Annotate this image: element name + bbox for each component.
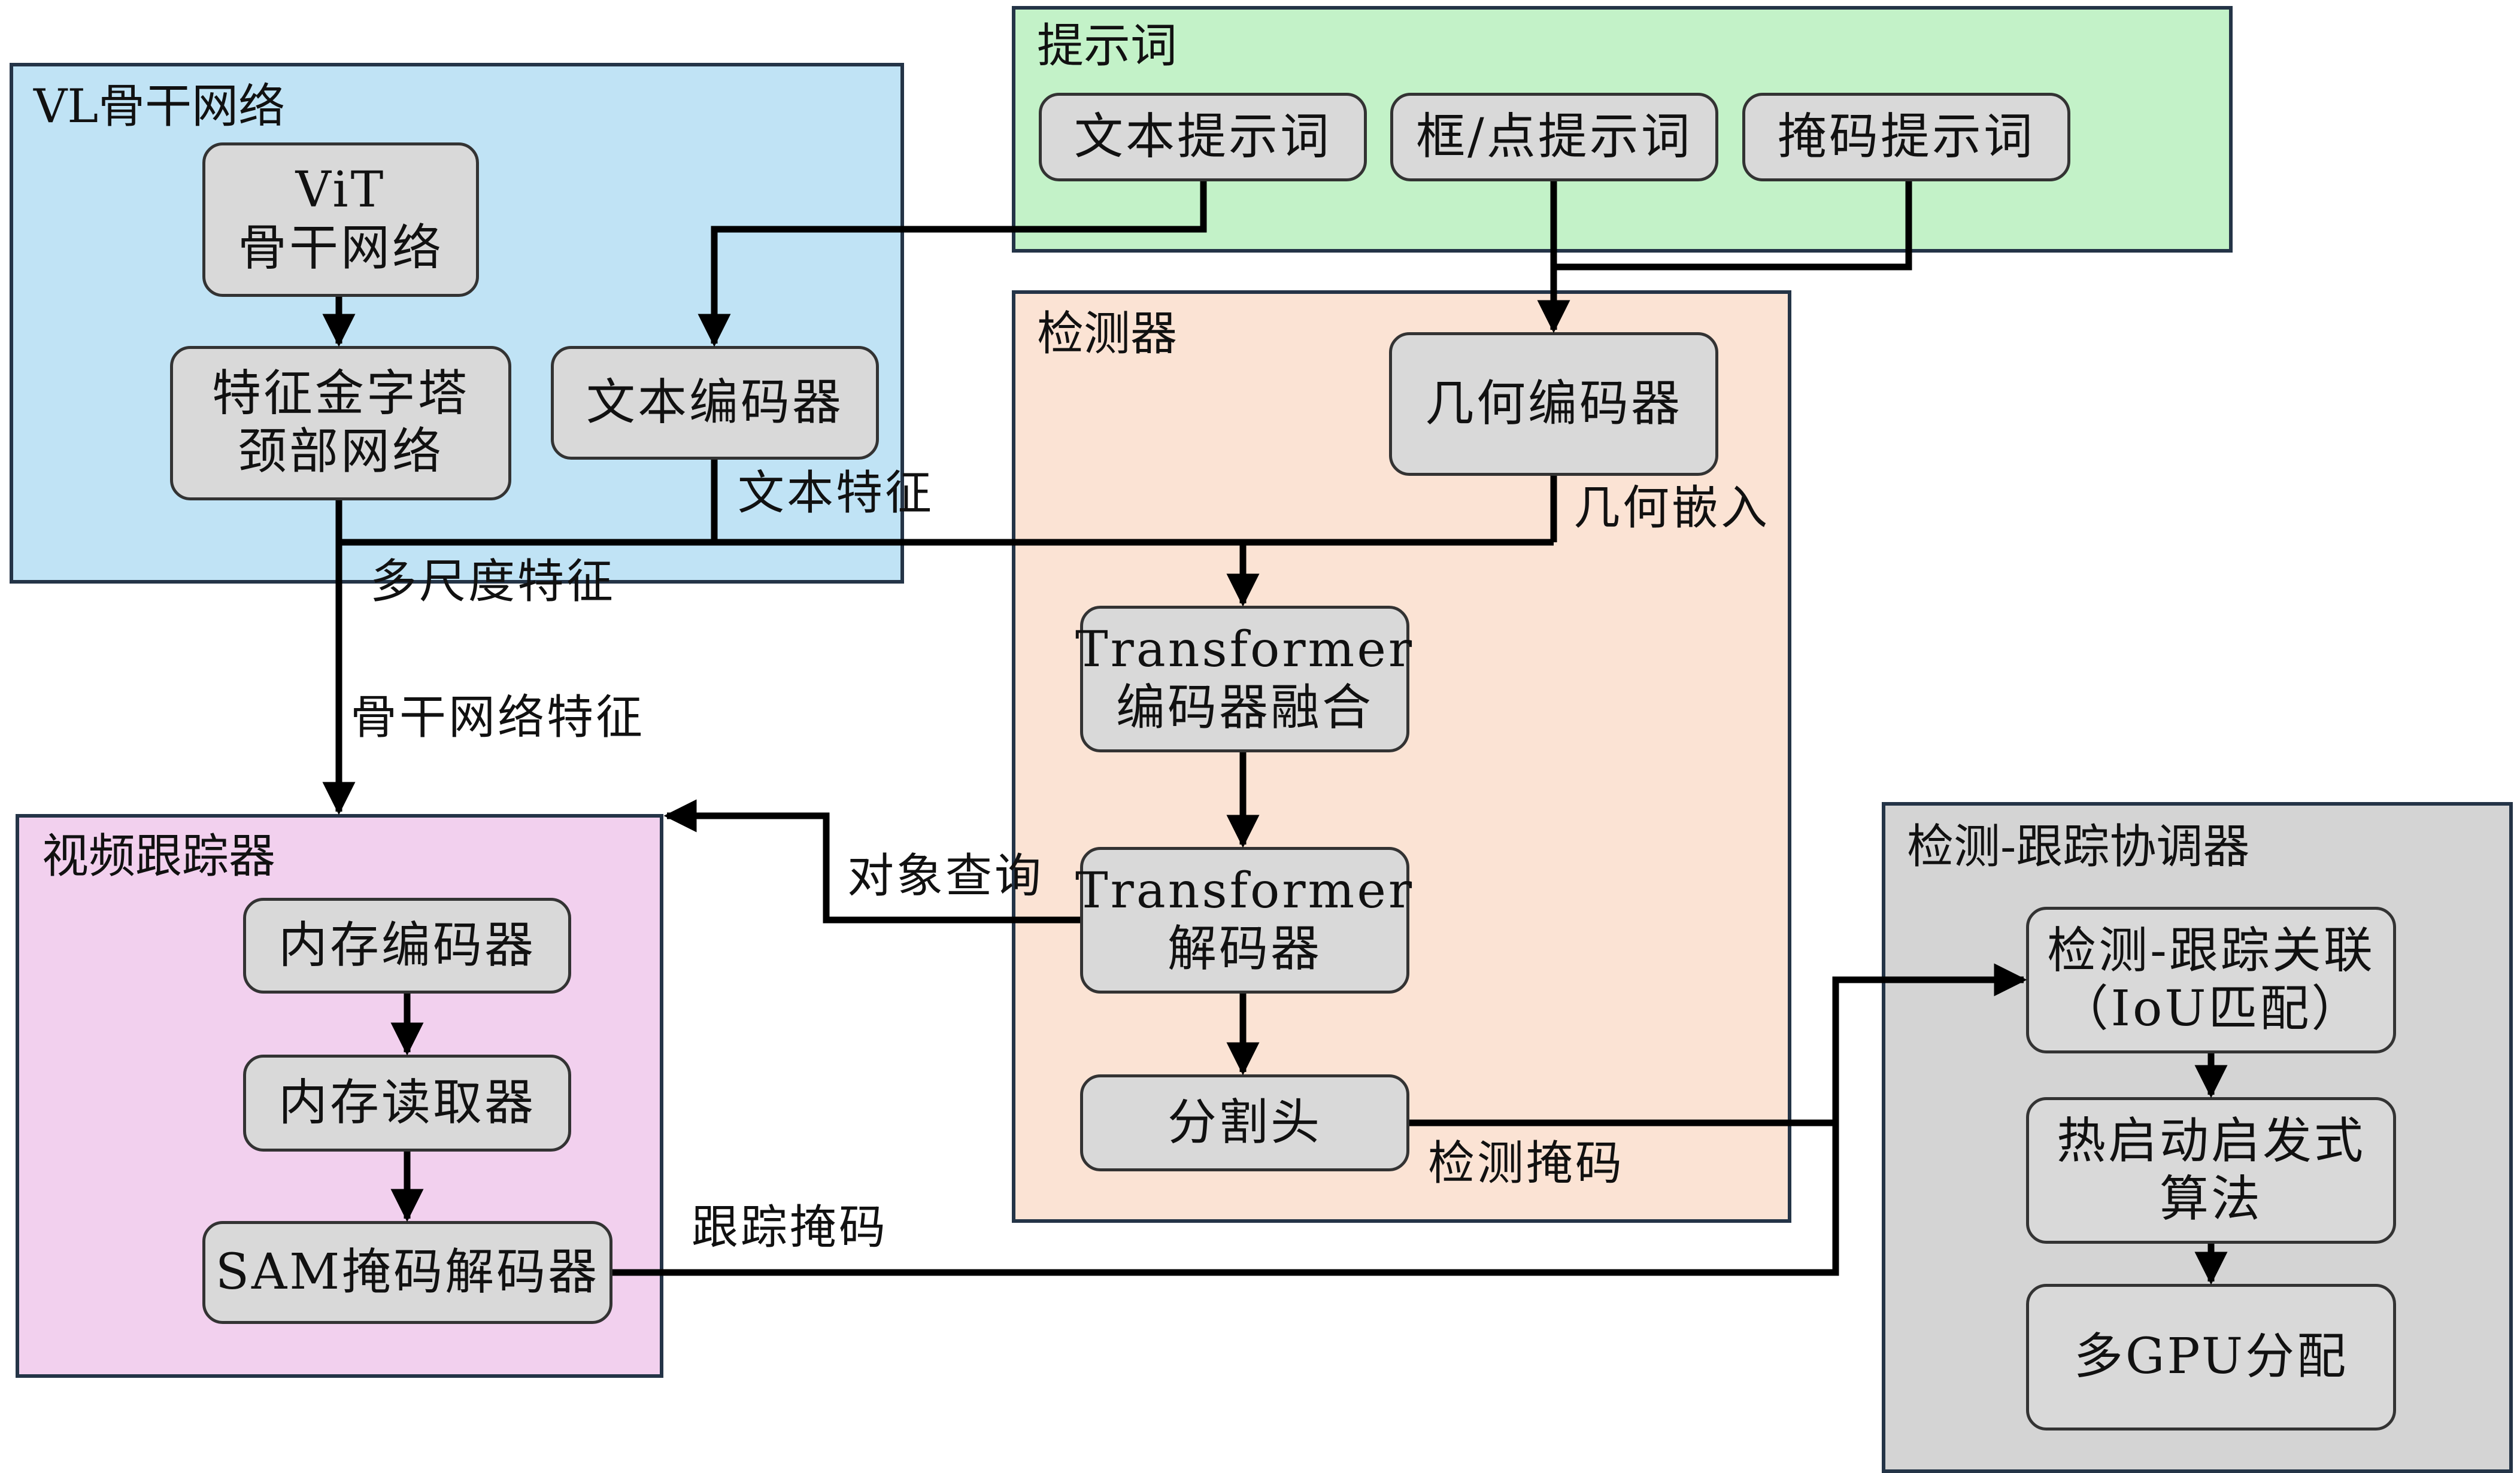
warm-start-line2: 算法 bbox=[2159, 1170, 2263, 1228]
feature-pyramid-neck-node: 特征金字塔 颈部网络 bbox=[170, 346, 511, 500]
mask-prompt-label: 掩码提示词 bbox=[1777, 108, 2035, 165]
transformer-decoder-line1: Transformer bbox=[1075, 862, 1415, 919]
association-line1: 检测-跟踪关联 bbox=[2047, 922, 2375, 979]
transformer-encoder-line2: 编码器融合 bbox=[1115, 679, 1373, 736]
vit-backbone-node: ViT 骨干网络 bbox=[202, 142, 479, 297]
transformer-encoder-fusion-node: Transformer 编码器融合 bbox=[1075, 606, 1412, 752]
memory-reader-label: 内存读取器 bbox=[278, 1074, 536, 1131]
group-vl-backbone-title: VL骨干网络 bbox=[34, 80, 286, 133]
memory-encoder-node: 内存编码器 bbox=[243, 898, 571, 994]
multi-gpu-allocation-node: 多GPU分配 bbox=[2026, 1284, 2396, 1431]
text-encoder-node: 文本编码器 bbox=[551, 346, 879, 460]
vit-backbone-line1: ViT bbox=[295, 162, 386, 219]
edge-label-backbone-features: 骨干网络特征 bbox=[350, 691, 645, 745]
text-prompt-label: 文本提示词 bbox=[1073, 108, 1332, 165]
edge-label-multiscale-features: 多尺度特征 bbox=[370, 555, 616, 609]
edge-label-text-features: 文本特征 bbox=[738, 466, 935, 520]
box-point-prompt-node: 框/点提示词 bbox=[1390, 93, 1718, 181]
memory-reader-node: 内存读取器 bbox=[243, 1055, 571, 1152]
sam-mask-decoder-node: SAM掩码解码器 bbox=[202, 1221, 612, 1324]
feature-pyramid-line1: 特征金字塔 bbox=[211, 365, 469, 423]
transformer-decoder-node: Transformer 解码器 bbox=[1075, 847, 1412, 994]
geometry-encoder-node: 几何编码器 bbox=[1389, 332, 1718, 476]
group-video-tracker-title: 视频跟踪器 bbox=[42, 830, 276, 883]
warm-start-heuristic-node: 热启动启发式 算法 bbox=[2026, 1097, 2396, 1244]
group-prompts-title: 提示词 bbox=[1037, 19, 1178, 73]
group-coordinator-title: 检测-跟踪协调器 bbox=[1907, 820, 2250, 874]
transformer-decoder-line2: 解码器 bbox=[1167, 920, 1322, 977]
edge-label-geometry-embedding: 几何嵌入 bbox=[1573, 481, 1770, 535]
segmentation-head-node: 分割头 bbox=[1080, 1074, 1409, 1171]
vit-backbone-line2: 骨干网络 bbox=[237, 220, 444, 277]
box-point-prompt-label: 框/点提示词 bbox=[1416, 108, 1693, 165]
segmentation-head-label: 分割头 bbox=[1167, 1094, 1322, 1151]
association-line2: （IoU匹配） bbox=[2059, 980, 2363, 1037]
sam-mask-decoder-label: SAM掩码解码器 bbox=[215, 1243, 600, 1301]
multi-gpu-label: 多GPU分配 bbox=[2073, 1328, 2349, 1386]
mask-prompt-node: 掩码提示词 bbox=[1742, 93, 2070, 181]
text-encoder-label: 文本编码器 bbox=[586, 373, 844, 431]
memory-encoder-label: 内存编码器 bbox=[278, 916, 536, 974]
edge-label-tracking-masks: 跟踪掩码 bbox=[692, 1201, 888, 1255]
geometry-encoder-label: 几何编码器 bbox=[1424, 375, 1682, 432]
group-detector-title: 检测器 bbox=[1037, 307, 1178, 361]
text-prompt-node: 文本提示词 bbox=[1039, 93, 1367, 181]
edge-label-detection-masks: 检测掩码 bbox=[1428, 1137, 1625, 1190]
feature-pyramid-line2: 颈部网络 bbox=[237, 423, 444, 480]
detection-tracking-association-node: 检测-跟踪关联 （IoU匹配） bbox=[2026, 907, 2396, 1053]
transformer-encoder-line1: Transformer bbox=[1075, 621, 1415, 678]
warm-start-line1: 热启动启发式 bbox=[2056, 1112, 2366, 1170]
edge-label-object-queries: 对象查询 bbox=[847, 849, 1044, 903]
